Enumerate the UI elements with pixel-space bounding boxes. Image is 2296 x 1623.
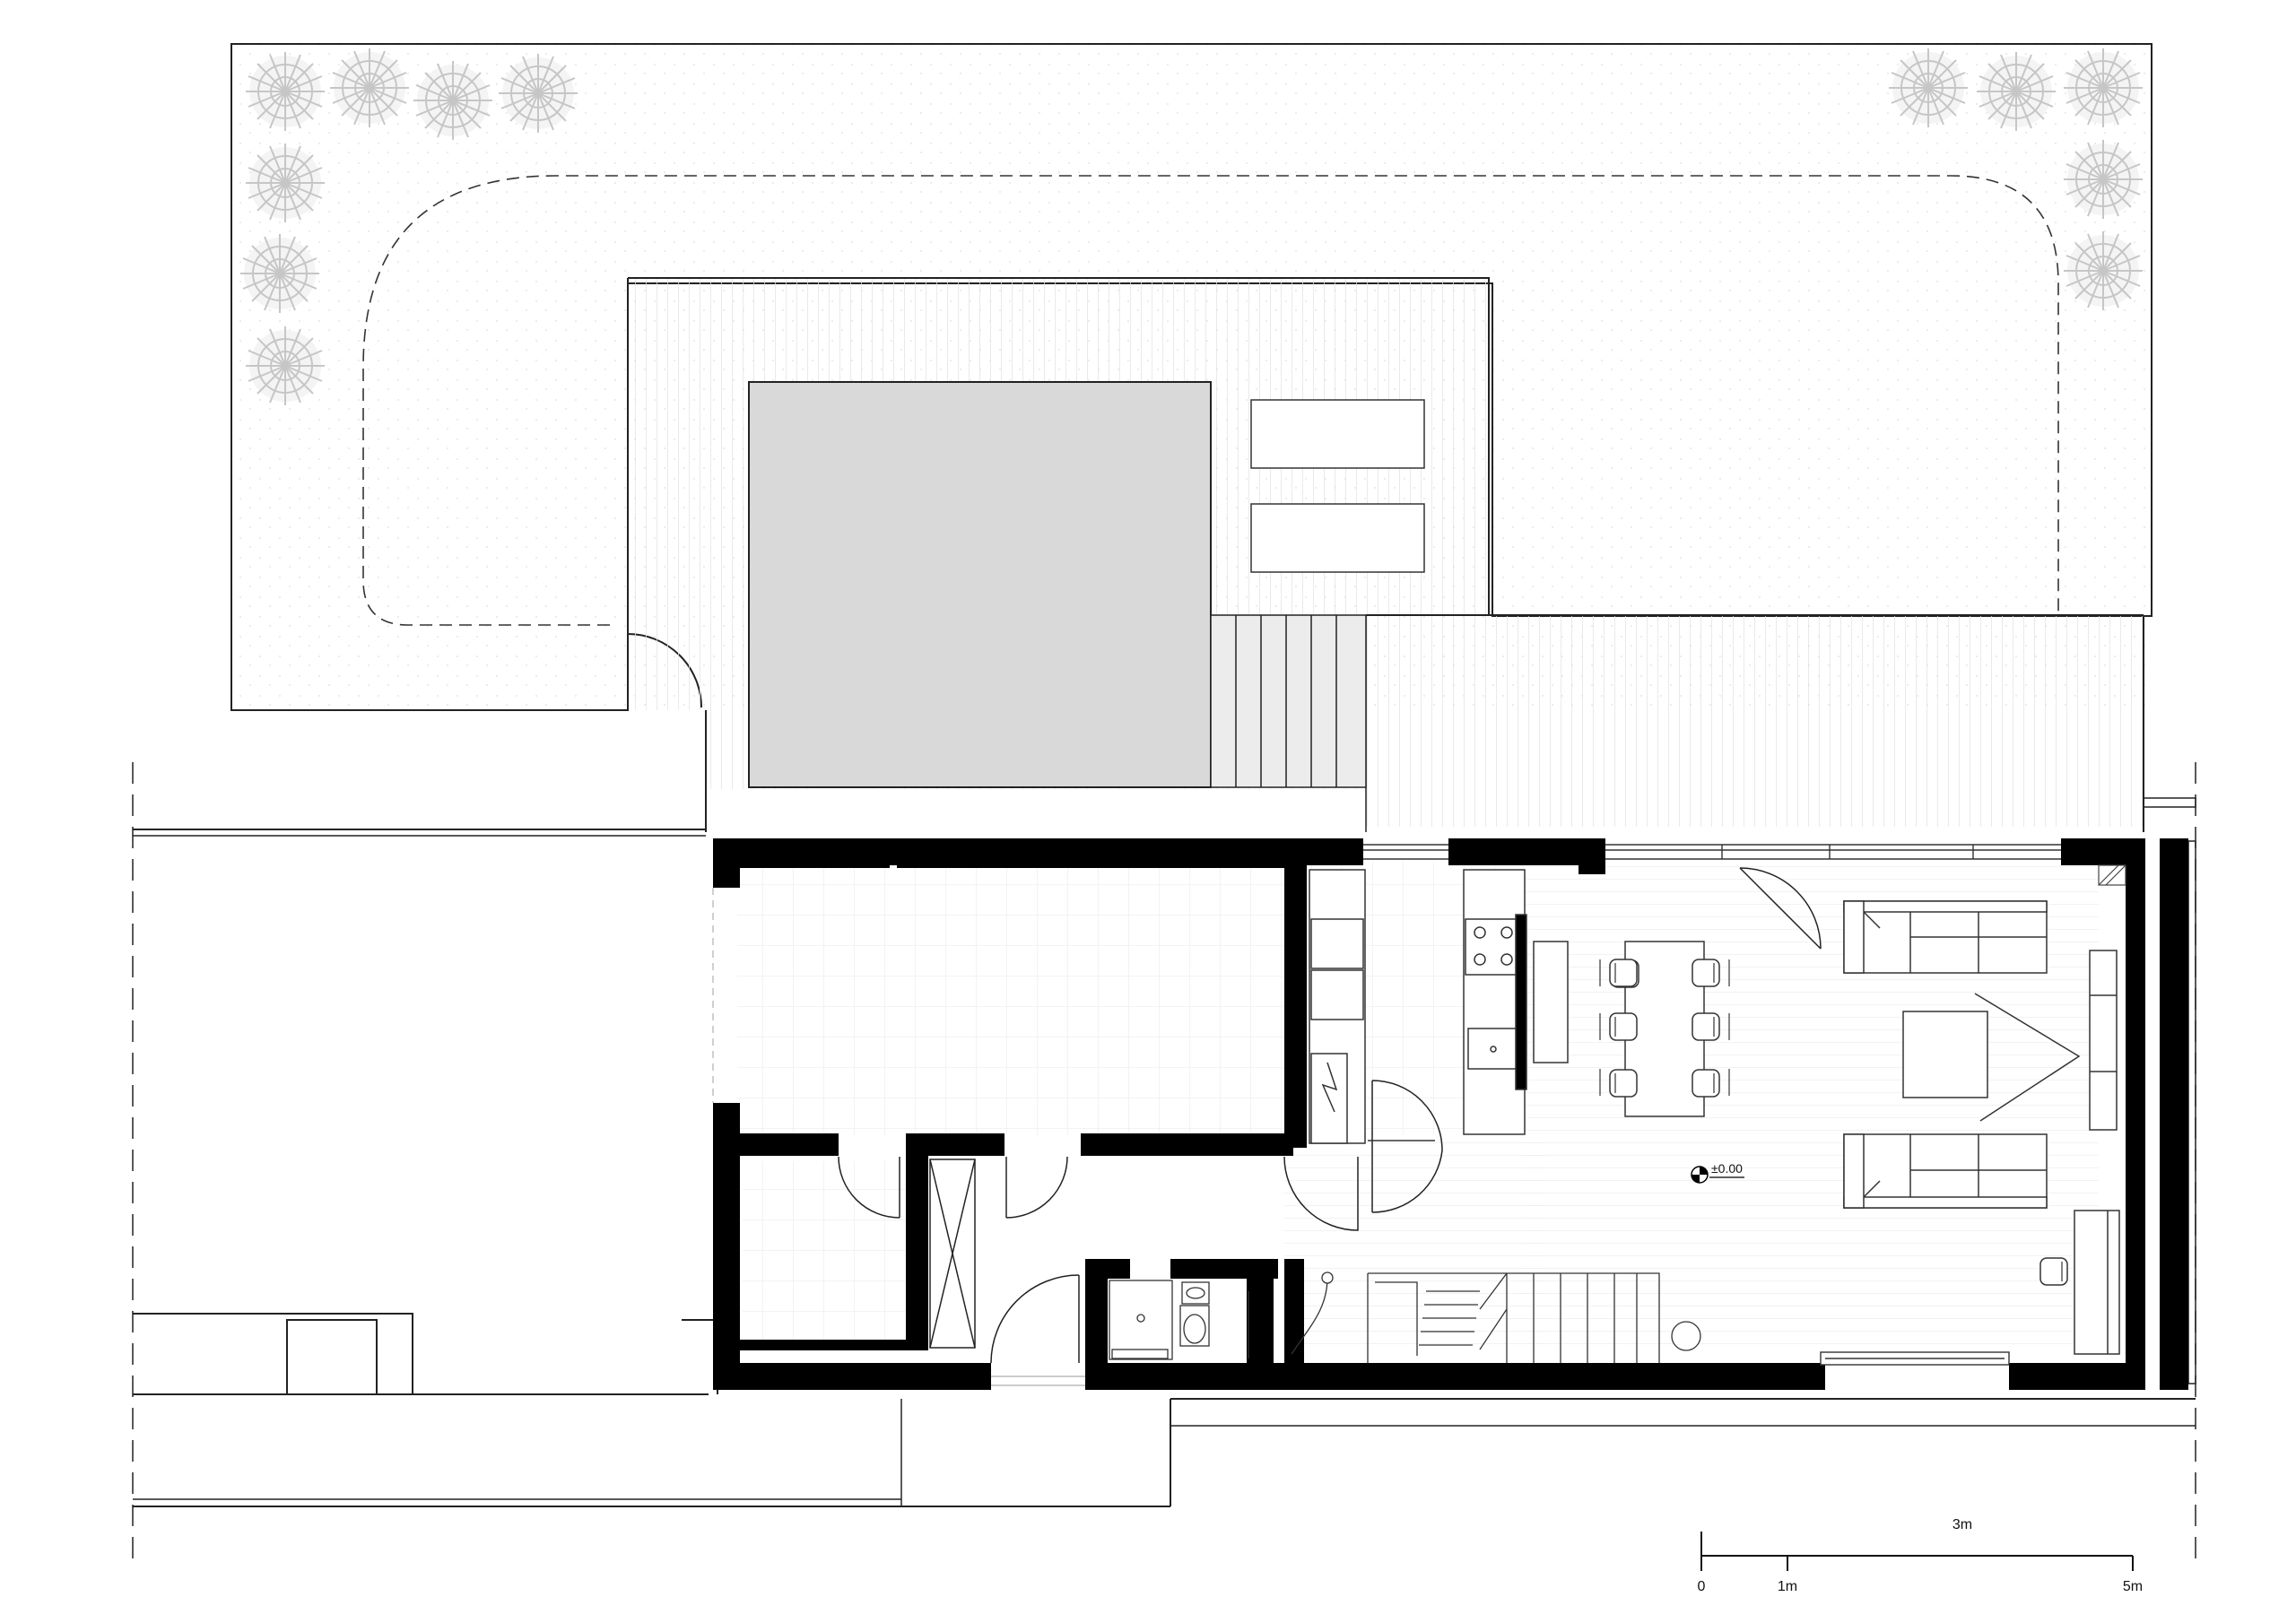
living-area: [1843, 900, 2120, 1355]
scale-mid-label: 3m: [1952, 1517, 1972, 1532]
door-swing-icon: [1371, 1080, 1443, 1213]
scale-bar: 0 1m 5m 3m: [1698, 1517, 2144, 1594]
door-swing-icon: [1005, 1156, 1068, 1219]
tree-icon: [245, 325, 326, 406]
desk: [2074, 1210, 2120, 1355]
sofa: [1843, 900, 2048, 974]
neighbor-outlines: [132, 762, 2196, 1565]
wc: [1109, 1280, 1249, 1360]
pool-steps: [1210, 614, 1367, 788]
tv-view-lines: [1974, 993, 2081, 1122]
scale-tick-label: 0: [1698, 1579, 1706, 1594]
scale-tick-label: 1m: [1778, 1579, 1797, 1594]
chimney-hatch: [2098, 864, 2126, 886]
tree-icon: [498, 53, 578, 134]
stairs: [1291, 1271, 1701, 1363]
level-marker-icon: [1691, 1166, 1744, 1184]
kitchen: [1309, 869, 1569, 1144]
windows: [712, 844, 2061, 1386]
kitchen-island: [1533, 941, 1569, 1063]
tree-icon: [2063, 139, 2144, 220]
tree-icon: [245, 143, 326, 223]
dining-area: [1599, 941, 1730, 1117]
tree-icon: [1888, 48, 1969, 128]
tree-icon: [2063, 48, 2144, 128]
tree-icon: [239, 233, 320, 314]
sun-lounger: [1250, 399, 1425, 469]
tree-icon: [413, 60, 493, 141]
sun-lounger: [1250, 503, 1425, 573]
wardrobe: [929, 1159, 976, 1349]
swimming-pool: [748, 381, 1212, 788]
walls: [713, 838, 2188, 1390]
tree-icon: [2063, 230, 2144, 311]
tree-icon: [1976, 51, 2057, 132]
coffee-table: [1902, 1011, 1988, 1098]
door-swing-icon: [1283, 1156, 1359, 1231]
cooktop: [1465, 918, 1522, 976]
door-swings: [838, 867, 1822, 1364]
door-swing-icon: [838, 1156, 900, 1219]
door-swing-icon: [1739, 867, 1822, 950]
scale-tick-label: 5m: [2123, 1579, 2143, 1594]
tree-icon: [245, 51, 326, 132]
door-swing-icon: [990, 1274, 1080, 1364]
level-label: ±0.00: [1711, 1161, 1743, 1176]
level-marker: ±0.00: [1691, 1161, 1744, 1184]
sofa: [1843, 1133, 2048, 1209]
media-unit: [2089, 950, 2118, 1131]
tree-icon: [329, 48, 410, 128]
